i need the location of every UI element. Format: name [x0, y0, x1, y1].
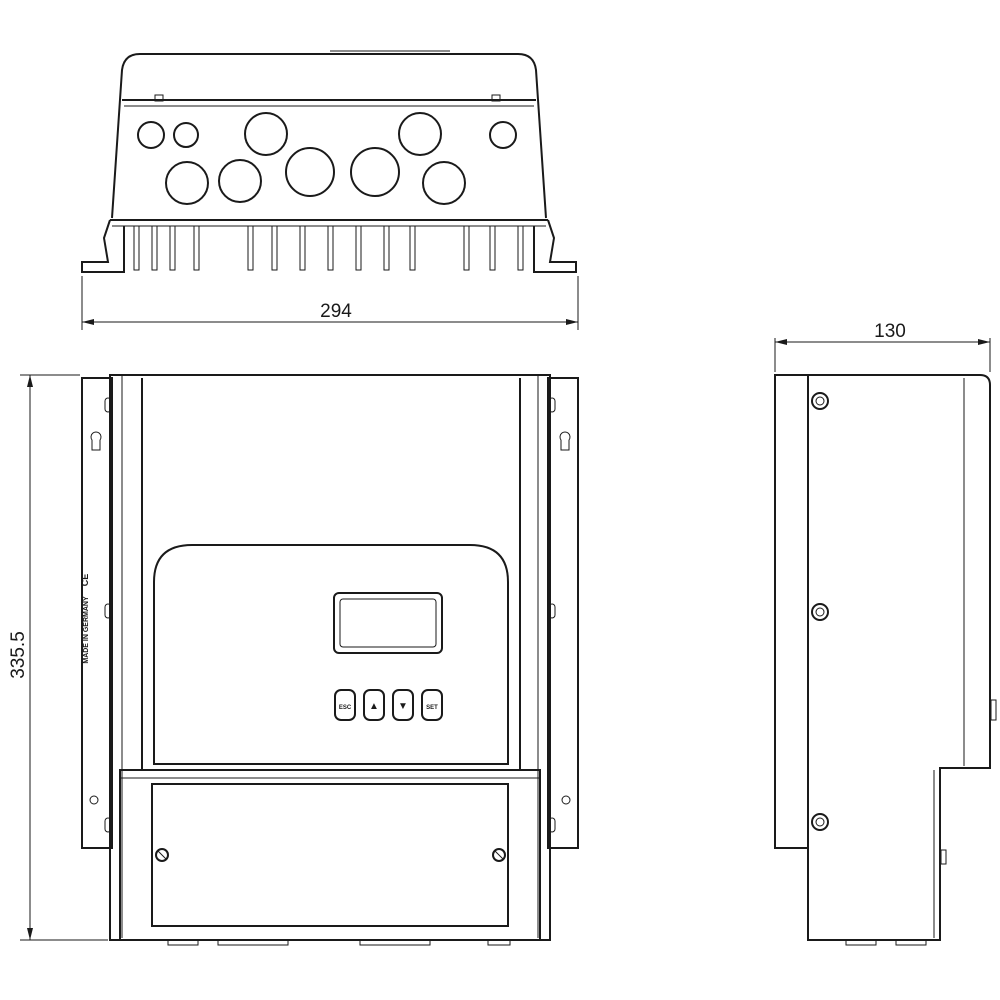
terminal-cover: [151, 783, 509, 927]
keyhole-slot-right: [559, 431, 571, 451]
heatsink-fin: [169, 225, 176, 271]
control-panel: [153, 544, 509, 765]
depth-dimension-label: 130: [874, 321, 906, 342]
height-dimension: 335.5: [8, 374, 108, 941]
button-esc[interactable]: ESC: [334, 689, 356, 721]
cable-hole: [422, 161, 466, 205]
cable-hole: [137, 121, 165, 149]
heatsink-fin: [383, 225, 390, 271]
width-dimension-label: 294: [320, 301, 352, 322]
mounting-flange-right: [533, 219, 577, 273]
top-view: 294: [81, 50, 579, 330]
heatsink-fin: [327, 225, 334, 271]
heatsink-fin: [489, 225, 496, 271]
heatsink-fin: [151, 225, 158, 271]
cable-hole: [244, 112, 288, 156]
heatsink-fin: [299, 225, 306, 271]
button-down-icon: ▼: [398, 701, 408, 712]
heatsink-fin: [271, 225, 278, 271]
housing-body: [109, 374, 551, 941]
width-dimension: 294: [81, 276, 579, 330]
mount-hole: [561, 795, 571, 805]
cover-screw-right: [492, 848, 506, 862]
top-view-cover: [111, 53, 547, 219]
terminal-cover-frame: [119, 769, 541, 941]
cable-hole: [350, 147, 400, 197]
cable-hole: [489, 121, 517, 149]
button-set-label: SET: [426, 705, 438, 711]
side-screw: [811, 392, 829, 410]
button-down[interactable]: ▼: [392, 689, 414, 721]
top-view-clip-right: [491, 94, 501, 102]
cable-hole: [398, 112, 442, 156]
mounting-rail-right: [547, 377, 579, 849]
mounting-rail-left: [81, 377, 113, 849]
cable-hole: [285, 147, 335, 197]
side-slots: [104, 397, 556, 833]
cable-hole: [165, 161, 209, 205]
heatsink-fin: [355, 225, 362, 271]
heatsink-fin: [409, 225, 416, 271]
cover-screw-left: [155, 848, 169, 862]
side-view-outline: [774, 374, 991, 941]
top-view-clip-left: [154, 94, 164, 102]
heatsink-fin: [517, 225, 524, 271]
heatsink-fin: [463, 225, 470, 271]
front-view: MADE IN GERMANY CE ESC ▲ ▼ SET: [8, 374, 579, 946]
button-set[interactable]: SET: [421, 689, 443, 721]
button-esc-label: ESC: [339, 705, 352, 711]
heatsink-fin: [247, 225, 254, 271]
side-label: MADE IN GERMANY: [83, 596, 90, 664]
side-screw: [811, 603, 829, 621]
heatsink-fin: [193, 225, 200, 271]
bottom-cable-glands: [167, 939, 511, 946]
ce-mark: CE: [80, 574, 90, 587]
button-up-icon: ▲: [369, 701, 379, 712]
depth-dimension: 130: [774, 321, 991, 372]
heatsink-fin: [133, 225, 140, 271]
height-dimension-label: 335.5: [8, 631, 29, 679]
keyhole-slot-left: [90, 431, 102, 451]
side-screw: [811, 813, 829, 831]
cable-entry-holes: [137, 112, 517, 205]
lcd-display: [333, 592, 443, 654]
button-up[interactable]: ▲: [363, 689, 385, 721]
cable-hole: [218, 159, 262, 203]
mounting-flange-left: [81, 219, 125, 273]
side-view: 130: [774, 321, 997, 946]
heatsink-fins: [133, 225, 524, 271]
cable-hole: [173, 122, 199, 148]
mount-hole: [89, 795, 99, 805]
